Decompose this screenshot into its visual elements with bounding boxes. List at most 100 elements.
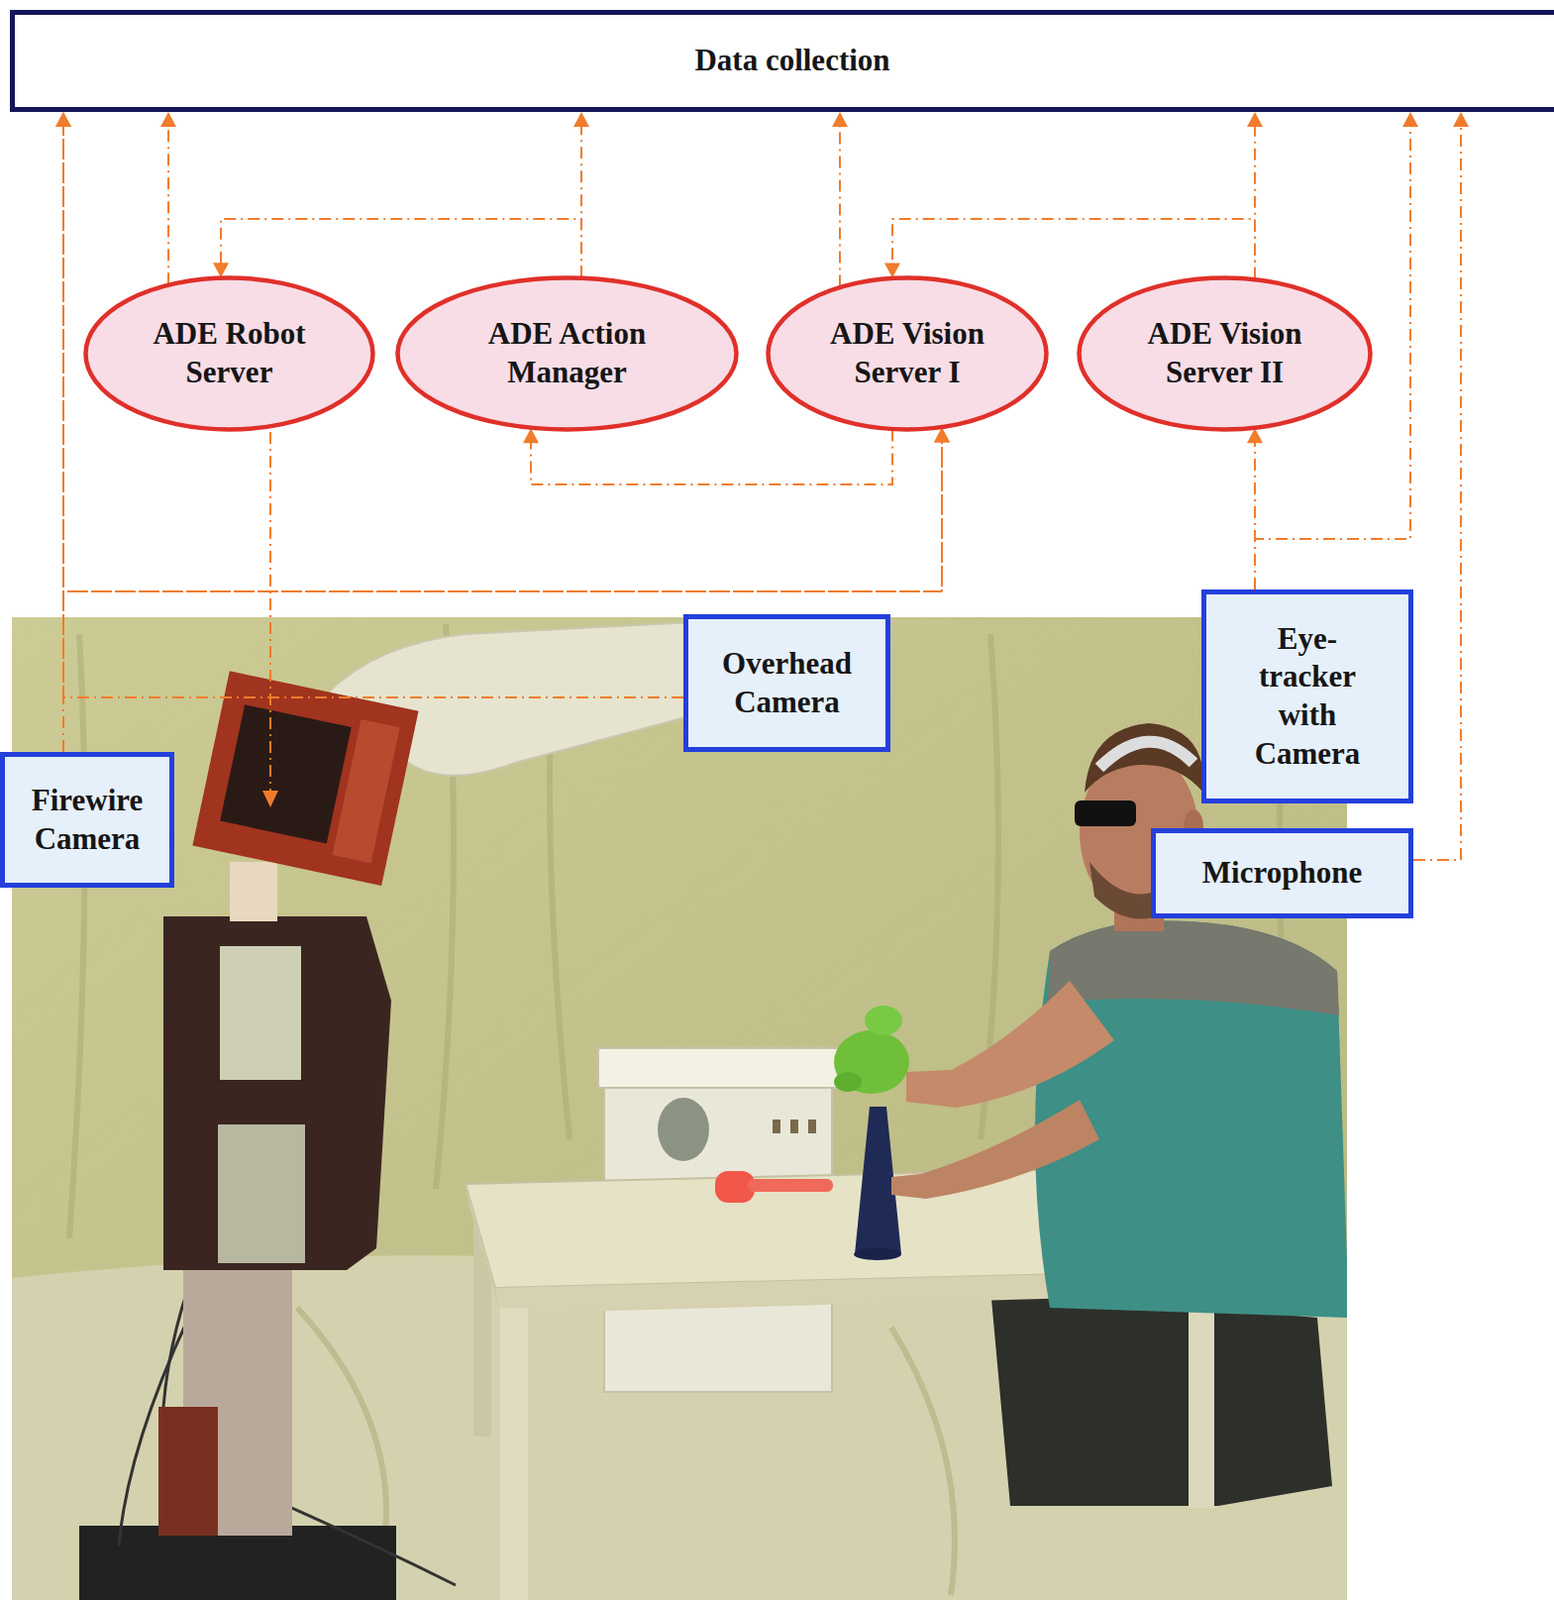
photo-detail xyxy=(604,1054,832,1392)
photo-detail xyxy=(69,623,1298,1595)
connector-line xyxy=(1253,124,1256,280)
photo-detail xyxy=(808,1119,817,1134)
connector-line xyxy=(892,218,1255,280)
text-stack: ADE Robot Server xyxy=(135,314,324,393)
connector-line xyxy=(838,124,841,288)
connector xyxy=(1246,111,1263,280)
photo-detail xyxy=(657,1097,710,1161)
connector-line xyxy=(220,218,582,278)
photo-detail xyxy=(192,670,418,886)
photo-detail xyxy=(891,1099,1100,1199)
photo-detail xyxy=(1035,920,1347,1318)
photo-detail xyxy=(747,1178,833,1192)
photo-detail xyxy=(163,916,392,1270)
ellipse-shape xyxy=(768,278,1047,430)
ellipse-outline xyxy=(1076,275,1373,432)
photo-detail xyxy=(269,431,272,793)
connector xyxy=(522,427,893,485)
node-label: Microphone xyxy=(1165,853,1399,893)
photo-detail xyxy=(495,1269,1229,1314)
text-stack: Firewire Camera xyxy=(14,781,160,859)
ellipse-outline xyxy=(765,275,1049,432)
photo-detail xyxy=(79,1525,397,1600)
node-label: Data collection xyxy=(694,41,890,81)
node-label: ADE Vision Server I xyxy=(813,314,1002,393)
arrowhead xyxy=(1246,111,1263,127)
connector xyxy=(63,427,950,752)
photo-detail xyxy=(833,1071,862,1092)
node-label: Overhead Camera xyxy=(700,644,874,723)
connector xyxy=(884,218,1255,280)
photo-detail xyxy=(854,1106,902,1254)
arrowhead xyxy=(831,111,848,127)
arrowhead xyxy=(884,262,901,278)
device-box: Microphone xyxy=(1150,828,1414,919)
text-stack: Data collection xyxy=(694,41,890,81)
photo-detail xyxy=(229,861,278,922)
text-stack: ADE Vision Server I xyxy=(813,314,1002,393)
device-box: Overhead Camera xyxy=(683,614,891,752)
node-label: Eye-tracker with Camera xyxy=(1241,620,1375,774)
photo-detail xyxy=(11,617,1347,1600)
server-ellipse: ADE Vision Server I xyxy=(765,275,1049,432)
connector-line xyxy=(167,124,170,285)
device-box: Eye-tracker with Camera xyxy=(1201,589,1414,804)
arrowhead xyxy=(160,111,177,127)
ellipse-shape xyxy=(398,278,737,430)
photo-detail xyxy=(219,704,352,843)
connector xyxy=(573,111,590,278)
connector-line xyxy=(63,440,942,752)
connector-line xyxy=(1253,440,1256,590)
photo-detail xyxy=(990,1287,1333,1506)
photo-detail xyxy=(790,1119,799,1134)
photo-detail xyxy=(465,1183,501,1314)
photo-detail xyxy=(549,633,570,1140)
photo-detail xyxy=(326,621,694,776)
photo-detail xyxy=(473,1188,492,1437)
collection-band: Data collection xyxy=(9,9,1554,112)
server-ellipse: ADE Vision Server II xyxy=(1076,275,1373,432)
photo-detail xyxy=(297,1307,387,1585)
photo-detail xyxy=(1047,920,1340,1016)
photo-detail xyxy=(192,670,418,886)
photo-detail xyxy=(891,1327,955,1595)
node-label: ADE Action Manager xyxy=(473,314,662,393)
photo-detail xyxy=(183,1267,293,1536)
photo-detail xyxy=(1084,723,1204,793)
photo-detail xyxy=(219,945,302,1080)
ellipse-shape xyxy=(86,278,374,430)
photo-detail xyxy=(1099,741,1194,768)
arrowhead xyxy=(55,111,72,127)
node-label: ADE Vision Server II xyxy=(1131,314,1320,393)
connector-line xyxy=(580,124,583,278)
photo-detail xyxy=(287,1505,456,1585)
photo-detail xyxy=(118,1287,456,1585)
ellipse-outline xyxy=(83,275,376,432)
photo-detail xyxy=(598,1047,840,1088)
photo-detail xyxy=(1188,1289,1215,1508)
photo-detail xyxy=(158,1406,218,1536)
server-ellipse: ADE Robot Server xyxy=(83,275,376,432)
photo-detail xyxy=(1064,1178,1083,1367)
photo-detail xyxy=(772,1119,781,1134)
ellipse-shape xyxy=(1079,278,1371,430)
photo-detail xyxy=(853,1247,902,1260)
connector xyxy=(831,111,848,288)
photo-detail xyxy=(332,719,401,863)
arrowhead xyxy=(1452,111,1469,127)
connector xyxy=(55,111,72,752)
photo-detail xyxy=(161,1287,189,1526)
connector xyxy=(160,111,177,285)
photo-detail xyxy=(262,790,279,808)
arrowhead xyxy=(212,262,229,278)
photo-detail xyxy=(118,1287,204,1546)
photo-detail xyxy=(435,623,454,1189)
node-label: Firewire Camera xyxy=(14,781,160,859)
connector xyxy=(1246,427,1263,590)
photo-detail xyxy=(11,1254,1347,1600)
photo-detail xyxy=(465,1168,1229,1288)
arrowhead xyxy=(1402,111,1419,127)
photo-detail xyxy=(69,633,86,1239)
connector-line xyxy=(1413,124,1461,860)
